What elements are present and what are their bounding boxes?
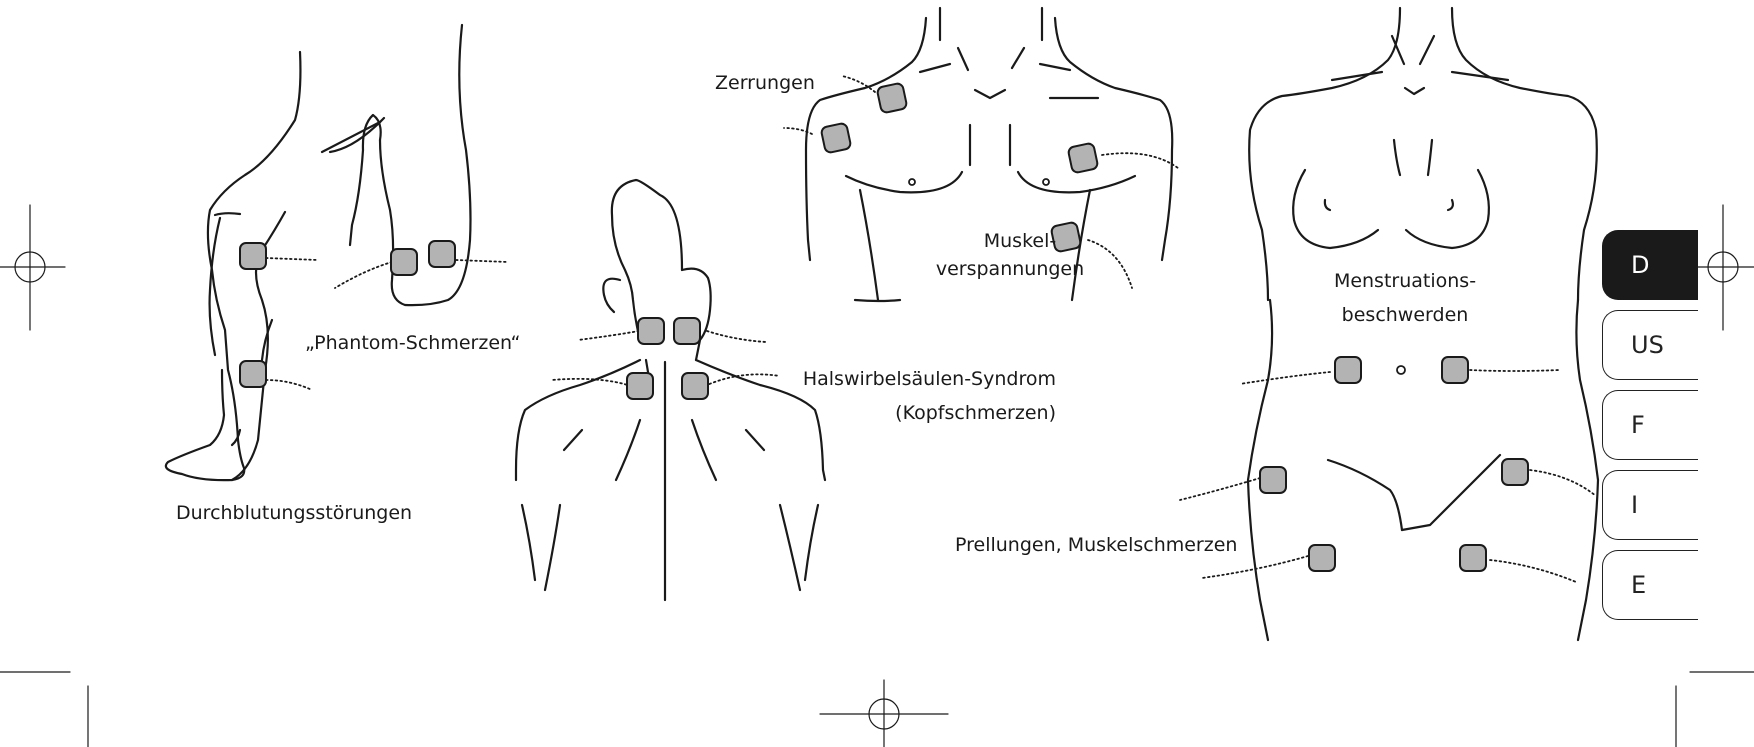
label-menstruations-line2: beschwerden	[1320, 302, 1490, 328]
electrode-pad	[1309, 545, 1335, 571]
label-halswirbelsaeulen-syndrom: Halswirbelsäulen-Syndrom	[760, 366, 1056, 392]
tab-language-i[interactable]: I	[1602, 470, 1698, 540]
electrode-pad	[391, 249, 417, 275]
tab-label: D	[1631, 251, 1649, 279]
tab-language-d[interactable]: D	[1602, 230, 1698, 300]
tab-label: E	[1631, 571, 1646, 599]
label-phantom-schmerzen: „Phantom-Schmerzen“	[305, 330, 521, 356]
tab-label: US	[1631, 331, 1664, 359]
electrode-pad	[1502, 459, 1528, 485]
electrode-pad	[240, 243, 266, 269]
electrode-pad	[1442, 357, 1468, 383]
electrode-pad	[877, 83, 908, 114]
electrode-pad	[674, 318, 700, 344]
label-muskel-line1: Muskel-	[950, 228, 1090, 254]
electrode-pad	[682, 373, 708, 399]
electrode-pad	[429, 241, 455, 267]
leg-figure	[166, 25, 471, 480]
label-durchblutungsstoerungen: Durchblutungsstörungen	[176, 500, 412, 526]
label-kopfschmerzen: (Kopfschmerzen)	[760, 400, 1056, 426]
electrode-pad	[638, 318, 664, 344]
label-muskel-line2: verspannungen	[930, 256, 1090, 282]
electrode-pad	[1260, 467, 1286, 493]
electrode-pad	[1335, 357, 1361, 383]
electrode-pad	[821, 123, 852, 154]
electrode-pad	[240, 361, 266, 387]
tab-language-us[interactable]: US	[1602, 310, 1698, 380]
tab-language-f[interactable]: F	[1602, 390, 1698, 460]
electrode-pad	[1460, 545, 1486, 571]
tab-language-e[interactable]: E	[1602, 550, 1698, 620]
tab-label: F	[1631, 411, 1645, 439]
label-prellungen-muskelschmerzen: Prellungen, Muskelschmerzen	[955, 532, 1237, 558]
electrode-pad	[1068, 143, 1099, 174]
label-menstruations-line1: Menstruations-	[1320, 268, 1490, 294]
label-zerrungen: Zerrungen	[715, 70, 815, 96]
tab-label: I	[1631, 491, 1638, 519]
electrode-pad	[627, 373, 653, 399]
